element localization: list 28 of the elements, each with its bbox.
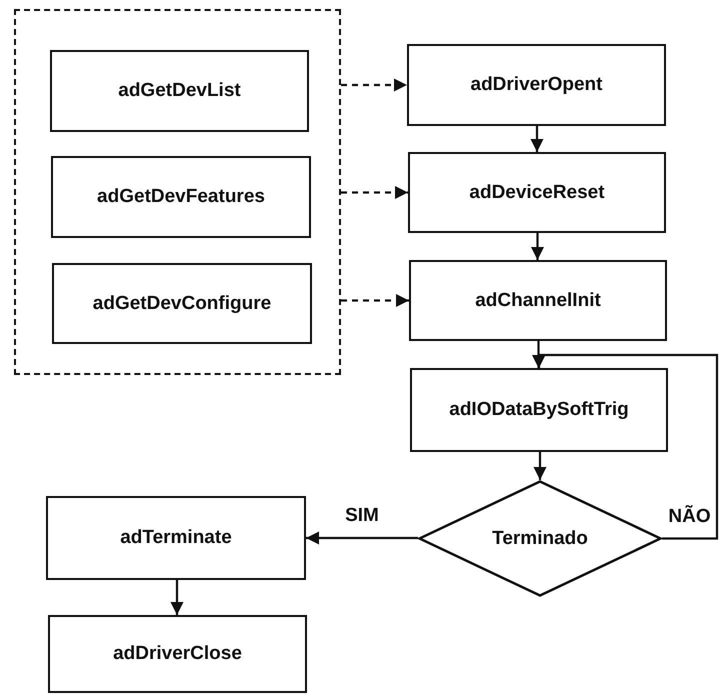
arrow (341, 186, 408, 200)
arrow (170, 580, 184, 615)
process-box (408, 152, 666, 233)
node-label: adGetDevConfigure (92, 292, 272, 314)
process-box (51, 156, 311, 238)
arrow (341, 294, 409, 308)
process-box (52, 263, 312, 344)
process-box (46, 496, 306, 580)
node-label: adDriverOpent (470, 74, 602, 96)
node-label: adGetDevFeatures (97, 186, 265, 208)
process-box (407, 44, 666, 126)
node-label: adDriverClose (113, 643, 242, 665)
node-label: adTerminate (120, 527, 232, 549)
node-label: Terminado (492, 528, 588, 550)
arrow (530, 233, 544, 260)
process-box (410, 368, 668, 452)
node-label: adChannelInit (475, 290, 601, 312)
arrow (533, 452, 547, 480)
process-box (50, 50, 309, 132)
arrow (306, 531, 418, 545)
node-label: adGetDevList (118, 80, 241, 102)
node-label: adDeviceReset (469, 182, 605, 204)
arrow (530, 126, 544, 152)
node-label: adIODataBySoftTrig (449, 399, 629, 421)
process-box (409, 260, 667, 341)
process-box (48, 615, 307, 693)
group-frame (14, 9, 341, 375)
arrow (341, 78, 407, 92)
